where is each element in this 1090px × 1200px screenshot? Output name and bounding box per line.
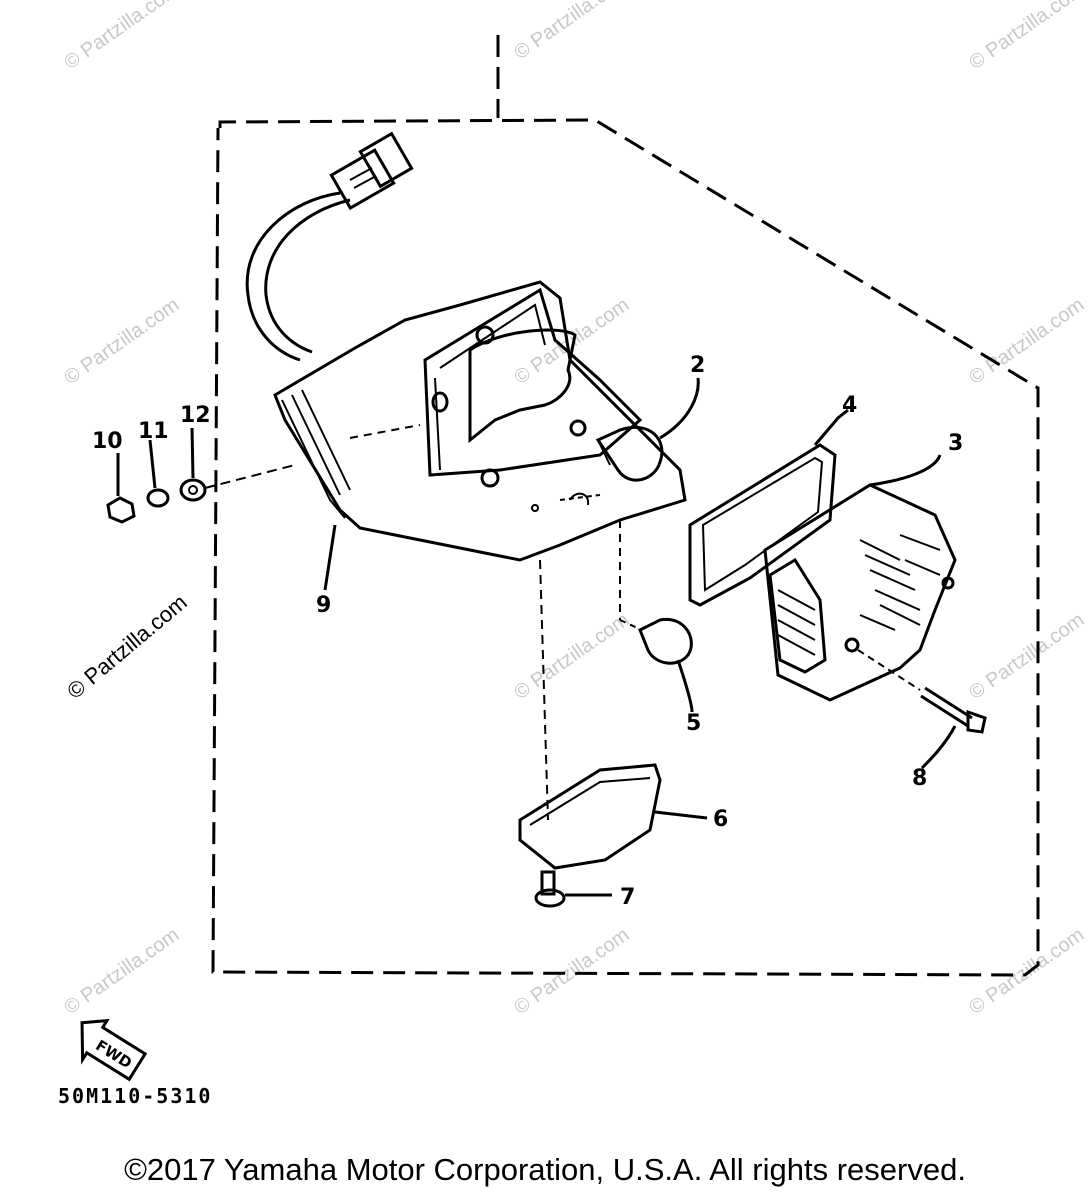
fwd-label: FWD [92,1036,135,1072]
fwd-arrow: FWD [80,1018,148,1082]
screw-8 [857,649,987,734]
fasteners [106,464,296,524]
callout-8: 8 [912,766,927,791]
callout-5: 5 [686,711,701,736]
watermark: © Partzilla.com [60,294,183,389]
watermark: © Partzilla.com [60,0,183,74]
watermark: © Partzilla.com [510,924,633,1019]
diagram-code: 50M110-5310 [58,1084,213,1108]
callout-6: 6 [713,807,728,832]
callout-10: 10 [92,429,123,454]
watermark: © Partzilla.com [60,924,183,1019]
watermark: © Partzilla.com [965,0,1088,74]
bulb-5 [619,520,693,665]
callout-9: 9 [316,593,331,618]
lens [763,483,957,702]
callout-4: 4 [842,393,857,418]
watermark: © Partzilla.com [965,609,1088,704]
wire-harness [245,131,414,362]
copyright-notice: ©2017 Yamaha Motor Corporation, U.S.A. A… [124,1152,966,1187]
watermark: © Partzilla.com [965,294,1088,389]
callouts: 2 4 3 12 11 10 9 5 8 6 7 [92,353,963,910]
assembly-boundary [211,35,1040,977]
callout-12: 12 [180,403,211,428]
watermark-dark: © Partzilla.com [62,589,192,703]
callout-3: 3 [948,431,963,456]
watermark: © Partzilla.com [510,609,633,704]
tail-light-housing [273,280,687,562]
screw-7 [534,870,566,908]
callout-2: 2 [690,353,705,378]
watermark: © Partzilla.com [965,924,1088,1019]
license-light-cover [518,559,662,870]
leader-lines [116,377,957,897]
callout-11: 11 [138,419,169,444]
callout-7: 7 [620,885,635,910]
gasket [688,443,837,607]
watermark: © Partzilla.com [510,0,633,64]
